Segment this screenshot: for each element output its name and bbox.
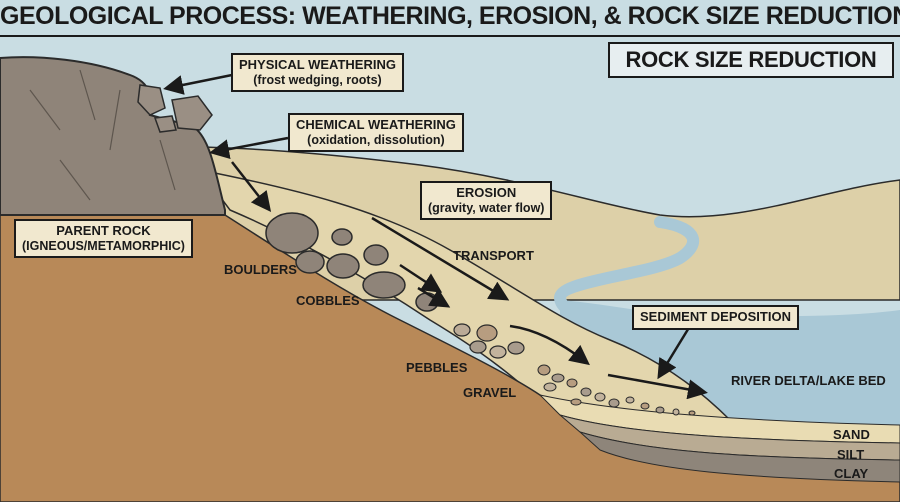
section-heading: ROCK SIZE REDUCTION <box>608 42 894 78</box>
gravel-stone <box>595 393 605 401</box>
river-delta-label: RIVER DELTA/LAKE BED <box>731 373 886 388</box>
boulder <box>332 229 352 245</box>
boulder <box>364 245 388 265</box>
gravel-stone <box>626 397 634 403</box>
gravel-stone <box>544 383 556 391</box>
pebble <box>490 346 506 358</box>
physical-weathering-detail: (frost wedging, roots) <box>239 73 396 87</box>
parent-rock-callout: PARENT ROCK (IGNEOUS/METAMORPHIC) <box>14 219 193 258</box>
boulder <box>296 251 324 273</box>
arrow-physical-weathering <box>168 75 232 88</box>
sediment-deposition-callout: SEDIMENT DEPOSITION <box>632 305 799 330</box>
pebble <box>508 342 524 354</box>
gravel-stone <box>571 399 581 405</box>
sand-label: SAND <box>833 427 870 442</box>
chemical-weathering-detail: (oxidation, dissolution) <box>296 133 456 147</box>
parent-rock-title: PARENT ROCK <box>22 224 185 239</box>
boulder <box>266 213 318 253</box>
erosion-title: EROSION <box>428 186 544 201</box>
gravel-stone <box>609 399 619 407</box>
parent-rock-detail: (IGNEOUS/METAMORPHIC) <box>22 239 185 253</box>
physical-weathering-title: PHYSICAL WEATHERING <box>239 58 396 73</box>
chemical-weathering-title: CHEMICAL WEATHERING <box>296 118 456 133</box>
clay-label: CLAY <box>834 466 868 481</box>
chemical-weathering-callout: CHEMICAL WEATHERING (oxidation, dissolut… <box>288 113 464 152</box>
pebble <box>454 324 470 336</box>
sediment-deposition-title: SEDIMENT DEPOSITION <box>640 310 791 325</box>
pebbles-label: PEBBLES <box>406 360 467 375</box>
gravel-stone <box>538 365 550 375</box>
erosion-callout: EROSION (gravity, water flow) <box>420 181 552 220</box>
erosion-detail: (gravity, water flow) <box>428 201 544 215</box>
transport-label: TRANSPORT <box>453 248 534 263</box>
gravel-stone <box>581 388 591 396</box>
physical-weathering-callout: PHYSICAL WEATHERING (frost wedging, root… <box>231 53 404 92</box>
gravel-stone <box>641 403 649 409</box>
page-title: GEOLOGICAL PROCESS: WEATHERING, EROSION,… <box>0 2 900 31</box>
gravel-stone <box>673 409 679 415</box>
cobbles-label: COBBLES <box>296 293 360 308</box>
silt-label: SILT <box>837 447 864 462</box>
cobble <box>416 293 438 311</box>
pebble <box>470 341 486 353</box>
cobble <box>363 272 405 298</box>
boulders-label: BOULDERS <box>224 262 297 277</box>
gravel-stone <box>567 379 577 387</box>
gravel-stone <box>552 374 564 382</box>
gravel-label: GRAVEL <box>463 385 516 400</box>
cobble <box>327 254 359 278</box>
breaking-rock-2 <box>172 96 212 130</box>
pebble <box>477 325 497 341</box>
gravel-stone <box>656 407 664 413</box>
gravel-stone <box>689 411 695 415</box>
